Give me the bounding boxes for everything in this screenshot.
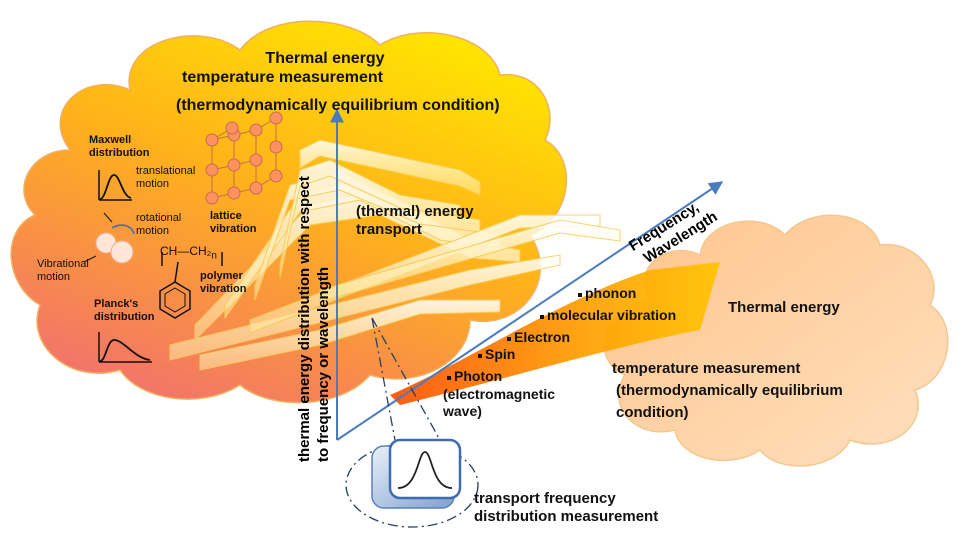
- vibrational-label-line2: motion: [37, 271, 71, 284]
- polymer-label: polymer vibration: [200, 270, 246, 296]
- maxwell-label-line2: distribution: [89, 147, 150, 160]
- right-cloud-line3: condition): [616, 404, 689, 421]
- detector-label-line2: distribution measurement: [474, 508, 659, 525]
- x-axis-arrow: [336, 181, 724, 441]
- photon-detail-line2: wave): [443, 402, 482, 419]
- bullet-electron: [507, 337, 511, 341]
- lattice-label: lattice vibration: [210, 210, 256, 236]
- detector-peak-icon: [397, 451, 453, 489]
- left-cloud-title-line3: (thermodynamically equilibrium condition…: [176, 97, 500, 114]
- carrier-spin: Spin: [485, 346, 516, 362]
- detector-screen: [388, 438, 462, 500]
- vibrational-label: Vibrational motion: [37, 258, 89, 284]
- detector-label: transport frequency distribution measure…: [474, 490, 658, 526]
- polymer-formula-text: CH—CH₂: [160, 244, 212, 258]
- lattice-label-line2: vibration: [210, 223, 257, 236]
- molecule-icon: [83, 212, 135, 264]
- bullet-photon: [447, 376, 451, 380]
- transport-label-line1: (thermal) energy: [356, 203, 474, 220]
- right-cloud-line2: (thermodynamically equilibrium: [616, 382, 843, 399]
- rotational-label-line1: rotational: [136, 212, 182, 224]
- planck-label-line2: distribution: [94, 311, 155, 324]
- translational-label-line2: motion: [136, 178, 170, 191]
- rotational-label-line2: motion: [136, 225, 170, 238]
- bullet-spin: [478, 354, 482, 358]
- vibrational-label-line1: Vibrational: [37, 258, 89, 270]
- polymer-label-line2: vibration: [200, 283, 247, 296]
- photon-detail-line1: (electromagnetic: [443, 386, 556, 402]
- lattice-label-line1: lattice: [210, 210, 242, 222]
- bullet-molecular-vibration: [540, 315, 544, 319]
- left-cloud-title-line1: Thermal energy: [265, 50, 385, 67]
- y-axis-label-line2: to frequency or wavelength: [314, 266, 332, 462]
- rotational-label: rotational motion: [136, 212, 181, 238]
- translational-label: translational motion: [136, 165, 195, 191]
- transport-label-line2: transport: [356, 221, 422, 238]
- y-axis-label-line1: thermal energy distribution with respect: [296, 176, 313, 462]
- polymer-formula: CH—CH₂n: [160, 244, 217, 262]
- translational-label-line1: translational: [136, 165, 196, 177]
- left-cloud-title-line2: temperature measurement: [182, 69, 383, 87]
- transport-label: (thermal) energy transport: [356, 203, 474, 239]
- polymer-label-line1: polymer: [200, 270, 243, 282]
- maxwell-graph-icon: [98, 170, 132, 201]
- planck-graph-icon: [98, 332, 152, 363]
- energy-slabs: [169, 139, 621, 371]
- energy-flow-arrow: [390, 262, 720, 405]
- detector-cone-left: [371, 317, 396, 441]
- planck-label: Planck's distribution: [94, 298, 155, 324]
- right-cloud-line1: temperature measurement: [612, 360, 801, 377]
- polymer-formula-subscript: n: [211, 250, 217, 262]
- right-cloud-title: Thermal energy: [728, 299, 840, 316]
- maxwell-label: Maxwell distribution: [89, 134, 150, 160]
- bullet-phonon: [578, 293, 582, 297]
- planck-label-line1: Planck's: [94, 298, 139, 310]
- y-axis-label: thermal energy distribution with respect…: [296, 176, 334, 462]
- carrier-molecular-vibration: molecular vibration: [547, 307, 677, 323]
- detector-label-line1: transport frequency: [474, 490, 616, 507]
- detector-cone-right: [371, 317, 441, 441]
- carrier-electron: Electron: [514, 329, 571, 345]
- photon-detail: (electromagnetic wave): [443, 386, 555, 420]
- carrier-photon: Photon: [454, 368, 503, 384]
- left-cloud-title: Thermal energy temperature measurement: [182, 49, 440, 87]
- maxwell-label-line1: Maxwell: [89, 134, 132, 146]
- benzene-icon: [159, 252, 223, 319]
- detector-ellipse: [345, 442, 479, 528]
- lattice-icon: [205, 111, 283, 205]
- carrier-phonon: phonon: [585, 285, 637, 301]
